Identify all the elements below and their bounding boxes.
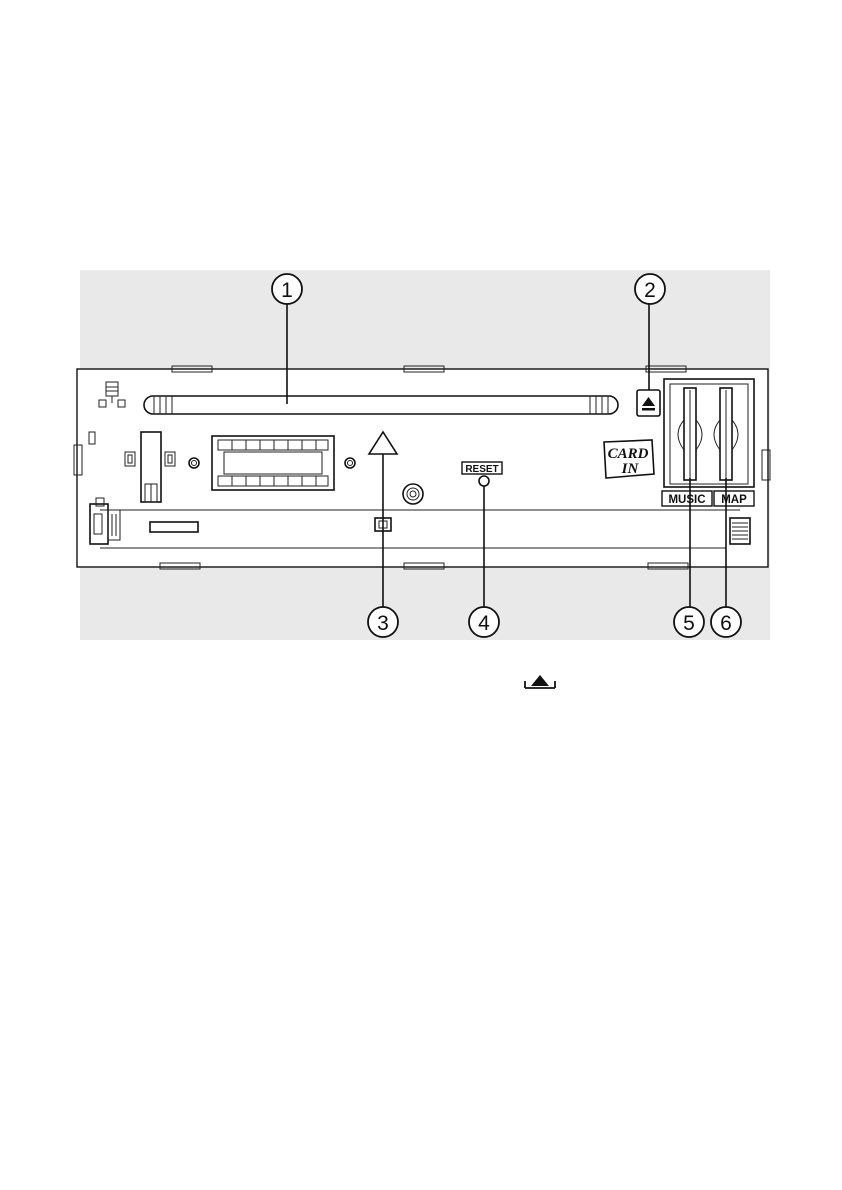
- callout-1: 1: [272, 274, 302, 304]
- callout-1-number: 1: [281, 279, 293, 302]
- card-label-line1: CARD: [608, 446, 649, 462]
- callout-3: 3: [368, 607, 398, 637]
- callout-4-number: 4: [478, 612, 490, 635]
- eject-icon: [525, 675, 555, 688]
- callout-2-number: 2: [644, 279, 656, 302]
- callout-2: 2: [635, 274, 665, 304]
- reset-label-box: RESET: [462, 462, 502, 475]
- map-label: MAP: [721, 494, 747, 506]
- callout-5-number: 5: [683, 612, 695, 635]
- slot-labels: MUSIC MAP: [662, 491, 754, 506]
- callout-6-number: 6: [720, 612, 732, 635]
- callout-3-number: 3: [377, 612, 389, 635]
- reset-label: RESET: [465, 464, 498, 475]
- music-label: MUSIC: [668, 494, 705, 506]
- callout-4: 4: [469, 607, 499, 637]
- callout-6: 6: [711, 607, 741, 637]
- card-label-line2: IN: [621, 461, 640, 477]
- callout-5: 5: [674, 607, 704, 637]
